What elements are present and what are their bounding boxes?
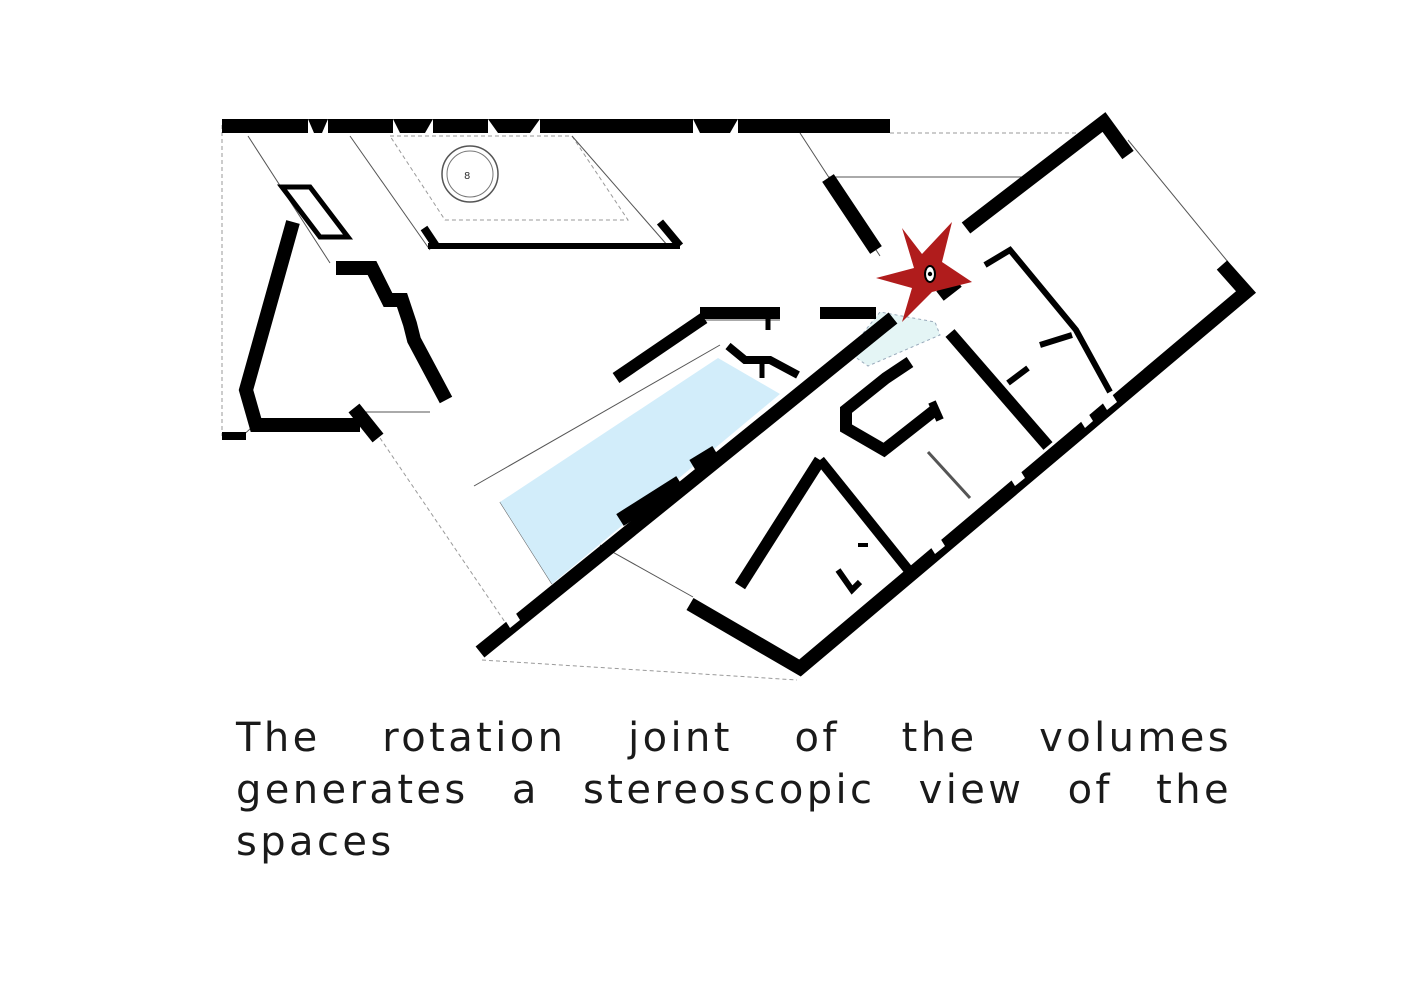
viewpoint-eye-icon (924, 265, 936, 283)
rotation-star-icon (876, 222, 972, 322)
walls (222, 112, 1257, 677)
floor-plan: 8 (221, 112, 1257, 681)
fountain-icon: 8 (441, 145, 499, 203)
window-marks (308, 119, 738, 133)
pool (500, 358, 780, 584)
wall-breaks (505, 394, 1117, 628)
caption-text: The rotation joint of the volumes genera… (236, 715, 1232, 865)
thin-outlines (239, 132, 1229, 598)
stair-line (926, 450, 972, 500)
svg-text:8: 8 (464, 171, 470, 182)
skylight (276, 184, 354, 240)
dashed-outlines (221, 125, 1088, 681)
